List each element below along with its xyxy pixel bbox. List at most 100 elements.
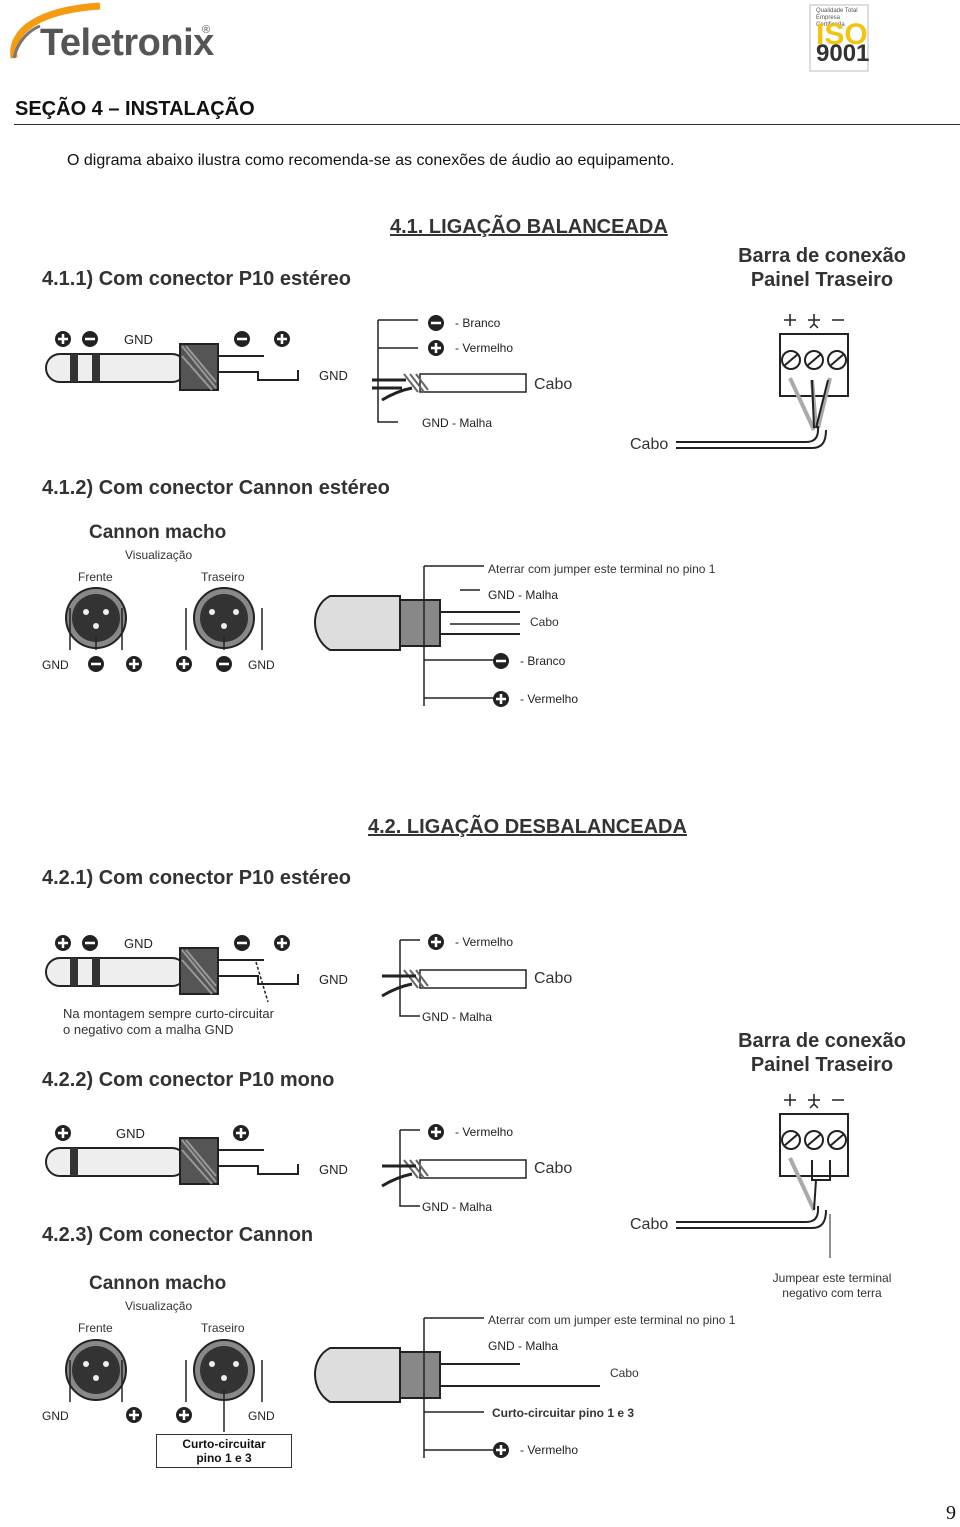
short-circuit-box: Curto-circuitar pino 1 e 3: [156, 1434, 292, 1468]
xlr-rear-icon-2: [185, 1339, 263, 1432]
box-line-2: pino 1 e 3: [196, 1451, 252, 1465]
gnd-label: GND: [319, 972, 348, 987]
cabo-label: Cabo: [534, 376, 573, 393]
cable-unbalanced-1-icon: [381, 939, 527, 1017]
gnd-label: GND: [116, 1126, 145, 1141]
plus-circle-icon: [427, 339, 445, 362]
bar-title-line-1: Barra de conexão: [738, 245, 906, 267]
minus-circle-icon: [81, 330, 99, 353]
minus-circle-icon: [233, 934, 251, 957]
subheading-unbalanced-p10-stereo: 4.2.1) Com conector P10 estéreo: [42, 867, 352, 889]
aterrar-note: Aterrar com jumper este terminal no pino…: [488, 562, 716, 576]
cabo-small-label: Cabo: [530, 615, 559, 629]
subheading-unbalanced-cannon: 4.2.3) Com conector Cannon: [42, 1224, 314, 1246]
branco-label: - Branco: [455, 316, 501, 330]
plus-circle-icon: [125, 655, 143, 678]
box-line-1: Curto-circuitar: [182, 1437, 266, 1451]
iso-number: 9001: [816, 40, 870, 67]
cabo-label: Cabo: [534, 970, 573, 987]
vermelho-label: - Vermelho: [520, 692, 579, 706]
registered-mark: ®: [202, 24, 211, 36]
xlr-plug-side-icon-2: [314, 1317, 600, 1458]
logo-swoosh-icon: [10, 2, 101, 59]
p10-stereo-plug-icon: [45, 343, 299, 391]
gnd-label: GND: [248, 658, 275, 672]
plus-circle-icon: [232, 1124, 250, 1147]
terminal-block-icon-2: [676, 1094, 849, 1258]
iso-mark: ISO: [816, 18, 868, 51]
plus-circle-icon: [125, 1406, 143, 1429]
jumper-note: Jumpear este terminal negativo com terra: [768, 1271, 896, 1301]
short-circuit-label: Curto-circuitar pino 1 e 3: [492, 1406, 635, 1420]
iso-quality-label: Qualidade Total Empresa Certificada: [816, 8, 858, 28]
heading-balanced: 4.1. LIGAÇÃO BALANCEADA: [390, 216, 668, 238]
section-divider: [14, 124, 960, 125]
branco-label: - Branco: [520, 654, 566, 668]
bar-title-line-2: Painel Traseiro: [750, 269, 894, 291]
plus-circle-icon: [54, 330, 72, 353]
plus-circle-icon: [427, 1123, 445, 1146]
xlr-rear-icon: [185, 587, 263, 650]
gnd-label: GND: [248, 1409, 275, 1423]
minus-circle-icon: [233, 330, 251, 353]
vermelho-label: - Vermelho: [455, 1125, 514, 1139]
xlr-front-icon-2: [65, 1339, 127, 1402]
cannon-macho-title: Cannon macho: [89, 1273, 227, 1294]
cable-balanced-1-icon: [372, 319, 527, 423]
gnd-malha-label: GND - Malha: [422, 1010, 493, 1024]
visualizacao-label: Visualização: [125, 548, 193, 562]
cabo-label: Cabo: [630, 1216, 669, 1233]
terminal-block-icon: [676, 314, 849, 449]
plus-circle-icon: [492, 1441, 510, 1464]
xlr-front-icon: [65, 587, 127, 650]
gnd-label: GND: [42, 658, 69, 672]
jumper-note-line-2: negativo com terra: [782, 1286, 882, 1300]
cabo-label: Cabo: [534, 1160, 573, 1177]
plus-circle-icon: [54, 934, 72, 957]
plus-circle-icon: [273, 330, 291, 353]
gnd-label: GND: [42, 1409, 69, 1423]
gnd-label: GND: [124, 936, 153, 951]
jumper-note-line-1: Jumpear este terminal: [772, 1271, 892, 1285]
terminal-bar-title: Barra de conexão Painel Traseiro: [722, 244, 922, 292]
subheading-balanced-p10: 4.1.1) Com conector P10 estéreo: [42, 268, 352, 290]
gnd-malha-label: GND - Malha: [488, 1339, 559, 1353]
heading-unbalanced: 4.2. LIGAÇÃO DESBALANCEADA: [368, 816, 687, 838]
subheading-balanced-cannon: 4.1.2) Com conector Cannon estéreo: [42, 477, 390, 499]
gnd-malha-label: GND - Malha: [422, 1200, 493, 1214]
traseiro-label: Traseiro: [201, 1321, 245, 1335]
note-line-2: o negativo com a malha GND: [63, 1022, 234, 1037]
frente-label: Frente: [78, 1321, 113, 1335]
aterrar-note: Aterrar com um jumper este terminal no p…: [488, 1313, 736, 1327]
bar-title-line-1: Barra de conexão: [738, 1030, 906, 1052]
cannon-macho-title: Cannon macho: [89, 522, 227, 543]
plus-circle-icon: [273, 934, 291, 957]
subheading-unbalanced-p10-mono: 4.2.2) Com conector P10 mono: [42, 1069, 335, 1091]
plus-circle-icon: [492, 690, 510, 713]
cabo-label: Cabo: [630, 436, 669, 453]
minus-circle-icon: [427, 314, 445, 337]
page-number: 9: [946, 1502, 956, 1524]
minus-circle-icon: [87, 655, 105, 678]
traseiro-label: Traseiro: [201, 570, 245, 584]
terminal-bar-title-2: Barra de conexão Painel Traseiro: [722, 1029, 922, 1077]
cabo-small-label: Cabo: [610, 1366, 639, 1380]
frente-label: Frente: [78, 570, 113, 584]
plus-circle-icon: [175, 1406, 193, 1429]
short-circuit-note: Na montagem sempre curto-circuitar o neg…: [63, 1006, 274, 1038]
gnd-label: GND: [319, 368, 348, 383]
vermelho-label: - Vermelho: [455, 935, 514, 949]
plus-circle-icon: [427, 933, 445, 956]
visualizacao-label: Visualização: [125, 1299, 193, 1313]
minus-circle-icon: [215, 655, 233, 678]
minus-circle-icon: [492, 652, 510, 675]
minus-circle-icon: [81, 934, 99, 957]
xlr-plug-side-icon: [314, 565, 520, 706]
gnd-malha-label: GND - Malha: [422, 416, 493, 430]
gnd-malha-label: GND - Malha: [488, 588, 559, 602]
cable-unbalanced-2-icon: [381, 1129, 527, 1207]
vermelho-label: - Vermelho: [520, 1443, 579, 1457]
company-logo: Teletronix: [40, 22, 214, 64]
iso-badge-frame: [809, 4, 869, 72]
